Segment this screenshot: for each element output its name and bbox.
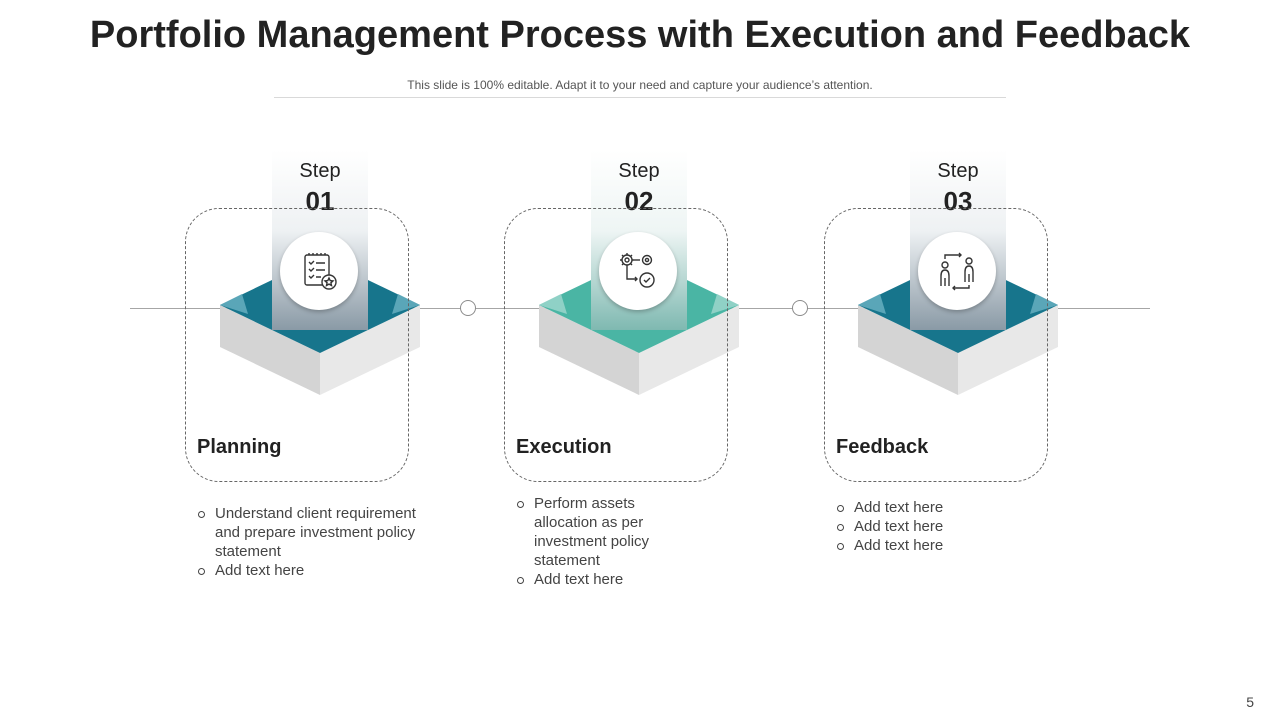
- list-item: Add text here: [836, 498, 1016, 517]
- step-2: Step 02: [519, 150, 759, 650]
- step-1-icon-circle: [280, 232, 358, 310]
- checklist-star-icon: [304, 253, 337, 290]
- list-item: Understand client requirement and prepar…: [197, 504, 417, 561]
- step-2-bullet-list: Perform assets allocation as per investm…: [516, 494, 676, 589]
- step-2-number: 02: [624, 186, 654, 216]
- gears-process-icon: [620, 253, 655, 288]
- step-3-label: Step: [937, 160, 979, 182]
- step-2-icon-circle: [599, 232, 677, 310]
- step-3-icon-circle: [918, 232, 996, 310]
- list-item: Add text here: [197, 561, 417, 580]
- list-item: Add text here: [836, 536, 1016, 555]
- timeline-node: [792, 300, 808, 316]
- list-item: Add text here: [836, 517, 1016, 536]
- step-3-title: Feedback: [836, 436, 929, 458]
- step-1-title: Planning: [197, 436, 282, 458]
- slide-subtitle: This slide is 100% editable. Adapt it to…: [407, 78, 873, 92]
- slide-title: Portfolio Management Process with Execut…: [89, 14, 1191, 56]
- list-item: Add text here: [516, 570, 676, 589]
- step-2-card: [504, 208, 728, 482]
- step-1-label: Step: [299, 160, 341, 182]
- timeline-node: [460, 300, 476, 316]
- people-exchange-icon: [940, 252, 974, 291]
- step-1: Step 01: [200, 150, 440, 650]
- step-2-hexagon-block: [539, 257, 739, 395]
- step-3-bullet-list: Add text here Add text here Add text her…: [836, 498, 1016, 555]
- page-number: 5: [1246, 694, 1254, 710]
- step-3: Step 03: [838, 150, 1078, 650]
- step-1-card: [185, 208, 409, 482]
- step-3-number: 03: [943, 186, 973, 216]
- step-2-label: Step: [618, 160, 660, 182]
- step-1-number: 01: [305, 186, 335, 216]
- step-3-card: [824, 208, 1048, 482]
- subtitle-divider: [274, 97, 1006, 98]
- step-2-title: Execution: [516, 436, 612, 458]
- step-1-bullet-list: Understand client requirement and prepar…: [197, 504, 417, 580]
- list-item: Perform assets allocation as per investm…: [516, 494, 676, 570]
